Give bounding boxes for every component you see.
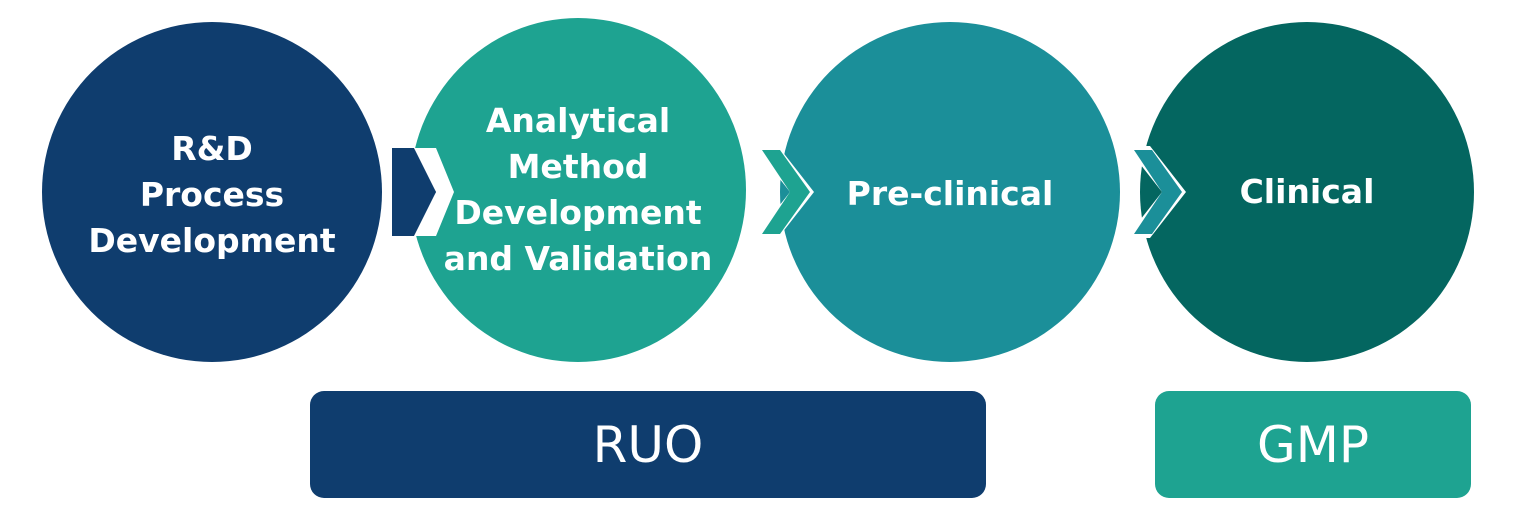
stage-analytical-method-development: Analytical Method Development and Valida… <box>410 18 746 362</box>
gmp-label: GMP <box>1256 415 1370 474</box>
ruo-label: RUO <box>592 415 704 474</box>
chevron-arrow-icon <box>1126 146 1186 238</box>
stage-label: R&D Process Development <box>88 129 336 260</box>
chevron-1-cut <box>414 148 454 236</box>
stage-clinical: Clinical <box>1140 22 1474 362</box>
chevron-1-tip <box>392 148 436 236</box>
ruo-bar: RUO <box>310 391 986 498</box>
gmp-bar: GMP <box>1155 391 1471 498</box>
stage-rd-process-development: R&D Process Development <box>42 22 382 362</box>
chevron-arrow-icon <box>392 148 454 236</box>
stage-label: Clinical <box>1239 172 1375 211</box>
stage-label: Pre-clinical <box>846 174 1054 213</box>
chevron-arrow-icon <box>754 146 814 238</box>
chevron-3-tip <box>1134 150 1182 234</box>
chevron-2-tip <box>762 150 810 234</box>
stage-pre-clinical: Pre-clinical <box>780 22 1120 362</box>
stage-label: Analytical Method Development and Valida… <box>443 101 713 278</box>
